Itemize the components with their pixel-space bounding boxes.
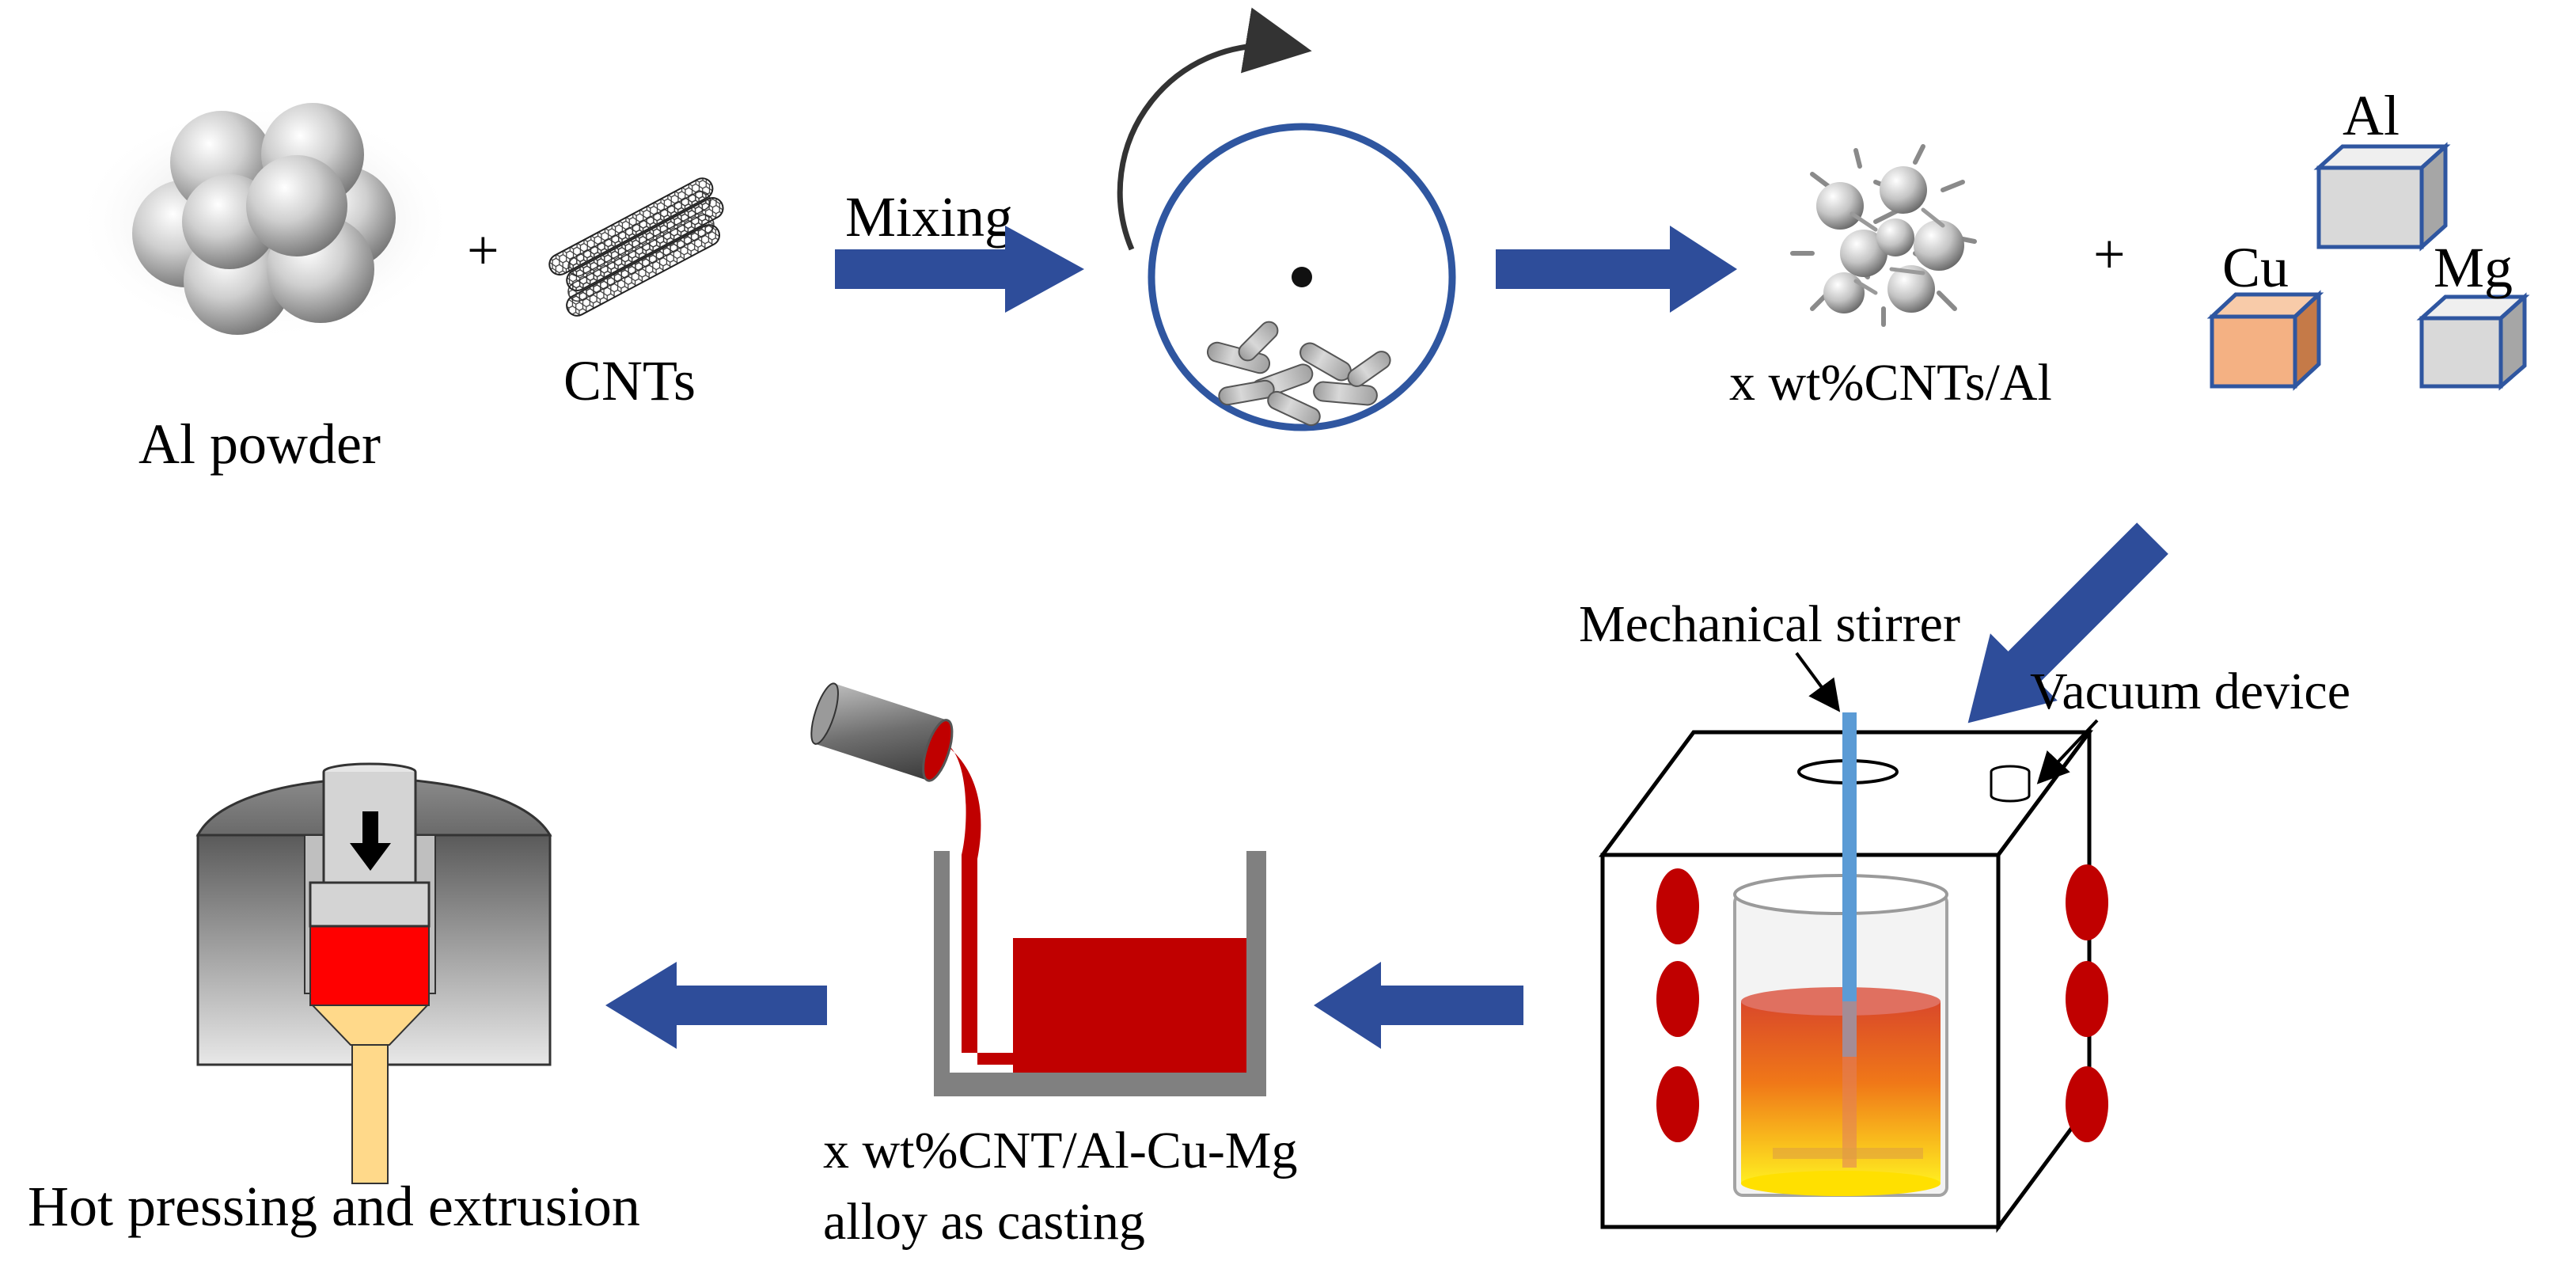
plus-sign: + — [467, 218, 499, 282]
hot-pressing-label: Hot pressing and extrusion — [28, 1175, 640, 1238]
furnace-icon — [1599, 712, 2108, 1233]
pour-stream — [938, 740, 1013, 1065]
al-powder-icon — [75, 103, 455, 340]
ladle-icon — [810, 682, 954, 782]
arrow-casting-to-extrusion — [605, 962, 827, 1049]
mg-block-label: Mg — [2434, 236, 2513, 299]
cu-block-label: Cu — [2222, 236, 2289, 299]
arrow-mixing — [835, 226, 1084, 313]
press-down-arrow-icon — [350, 811, 391, 871]
heater-5 — [2066, 961, 2108, 1037]
ball-mill-icon — [1117, 7, 1456, 431]
billet — [309, 925, 430, 1006]
vacuum-device-label: Vacuum device — [2030, 663, 2350, 720]
heater-3 — [1656, 1066, 1699, 1142]
mixing-label: Mixing — [845, 185, 1013, 249]
casting-label-line2: alloy as casting — [823, 1193, 1145, 1251]
arrow-mill-to-composite — [1496, 226, 1737, 313]
casting-icon — [810, 682, 1266, 1096]
stirrer-callout — [1795, 651, 1841, 712]
casting-label-line1: x wt%CNT/Al-Cu-Mg — [823, 1122, 1297, 1179]
composite-powder-icon — [1790, 144, 1977, 327]
arrow-to-furnace — [1967, 522, 2168, 724]
extrusion-die-icon — [195, 762, 552, 1184]
stirrer-shaft — [1842, 712, 1857, 1057]
cnts-label: CNTs — [563, 349, 696, 412]
heater-2 — [1656, 961, 1699, 1037]
milling-media — [1206, 321, 1391, 427]
heater-6 — [2066, 1066, 2108, 1142]
extruded-rod — [351, 1040, 389, 1184]
cu-block-icon — [2206, 290, 2324, 391]
mechanical-stirrer-label: Mechanical stirrer — [1579, 595, 1960, 653]
vacuum-port-icon — [1990, 765, 2031, 803]
al-block-label: Al — [2343, 84, 2400, 147]
heater-4 — [2066, 864, 2108, 940]
mg-block-icon — [2416, 292, 2530, 391]
al-powder-label: Al powder — [138, 412, 381, 476]
vacuum-callout — [2036, 719, 2099, 784]
plus-sign-2: + — [2093, 222, 2126, 286]
arrow-furnace-to-casting — [1314, 962, 1523, 1049]
heater-1 — [1656, 868, 1699, 944]
al-block-icon — [2313, 142, 2451, 252]
cnts-al-label: x wt%CNTs/Al — [1729, 354, 2052, 412]
cnts-icon — [548, 177, 724, 317]
